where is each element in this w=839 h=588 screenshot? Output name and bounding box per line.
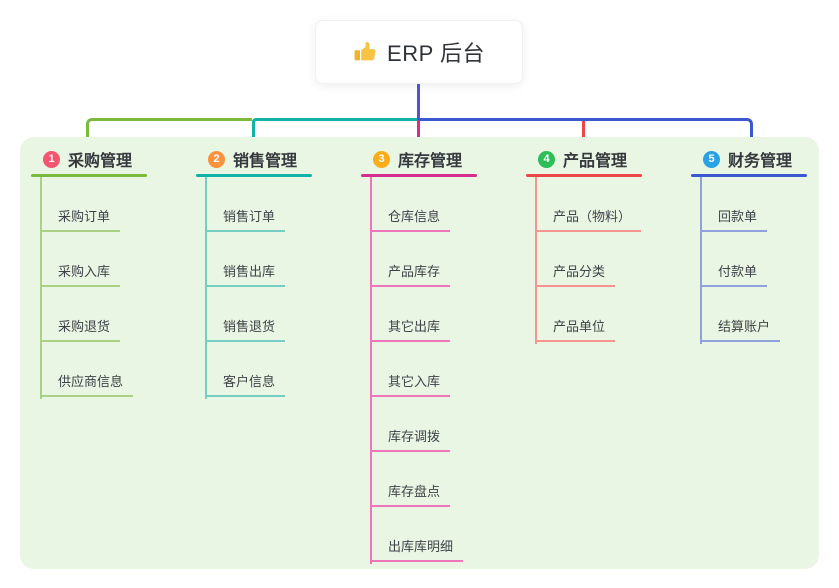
child-node-label[interactable]: 付款单 [700, 261, 768, 287]
child-node-label[interactable]: 库存调拨 [370, 426, 451, 452]
branch-product-children: 产品（物料） 产品分类 产品单位 [535, 177, 686, 342]
child-node: 销售出库 [205, 232, 356, 287]
thumbs-up-icon [353, 40, 377, 64]
branch-product-header[interactable]: 4 产品管理 [526, 146, 686, 172]
child-node: 仓库信息 [370, 177, 521, 232]
child-node: 回款单 [700, 177, 839, 232]
child-node: 供应商信息 [40, 342, 191, 397]
child-node-label[interactable]: 库存盘点 [370, 481, 451, 507]
branch-sales: 2 销售管理 销售订单 销售出库 销售退货 客户信息 [196, 146, 356, 399]
child-node: 产品单位 [535, 287, 686, 342]
branch-sales-badge: 2 [208, 150, 225, 168]
child-node: 其它出库 [370, 287, 521, 342]
branch-inventory-badge: 3 [373, 150, 390, 168]
branch-inventory-underline [361, 174, 477, 177]
child-node-label[interactable]: 销售退货 [205, 316, 286, 342]
child-node: 客户信息 [205, 342, 356, 397]
child-node: 采购订单 [40, 177, 191, 232]
child-node-label[interactable]: 出库库明细 [370, 536, 464, 562]
child-node-label[interactable]: 产品单位 [535, 316, 616, 342]
branch-product-spine [535, 177, 537, 344]
branch-finance-badge: 5 [703, 150, 720, 168]
child-node: 产品分类 [535, 232, 686, 287]
branch-sales-children: 销售订单 销售出库 销售退货 客户信息 [205, 177, 356, 397]
branch-sales-spine [205, 177, 207, 399]
child-node: 其它入库 [370, 342, 521, 397]
child-node-label[interactable]: 产品分类 [535, 261, 616, 287]
branch-finance-spine [700, 177, 702, 344]
branch-sales-underline [196, 174, 312, 177]
branch-finance-title: 财务管理 [728, 153, 793, 170]
child-node-label[interactable]: 回款单 [700, 206, 768, 232]
branch-finance-header[interactable]: 5 财务管理 [691, 146, 839, 172]
child-node-label[interactable]: 客户信息 [205, 371, 286, 397]
child-node: 采购入库 [40, 232, 191, 287]
child-node: 采购退货 [40, 287, 191, 342]
root-stem-line [417, 84, 420, 120]
root-node[interactable]: ERP 后台 [315, 20, 523, 84]
branch-inventory-children: 仓库信息 产品库存 其它出库 其它入库 库存调拨 库存盘点 出库库明细 [370, 177, 521, 562]
branch-inventory: 3 库存管理 仓库信息 产品库存 其它出库 其它入库 库存调拨 库存盘点 出库库… [361, 146, 521, 564]
branch-procurement-spine [40, 177, 42, 399]
branch-product-underline [526, 174, 642, 177]
branch-procurement: 1 采购管理 采购订单 采购入库 采购退货 供应商信息 [31, 146, 191, 399]
branch-finance-underline [691, 174, 807, 177]
branch-product-title: 产品管理 [563, 153, 628, 170]
child-node: 产品库存 [370, 232, 521, 287]
child-node: 结算账户 [700, 287, 839, 342]
branch-product: 4 产品管理 产品（物料） 产品分类 产品单位 [526, 146, 686, 344]
branch-procurement-badge: 1 [43, 150, 60, 168]
connector-sales [252, 118, 417, 150]
branch-procurement-children: 采购订单 采购入库 采购退货 供应商信息 [40, 177, 191, 397]
branch-inventory-title: 库存管理 [398, 153, 463, 170]
branch-sales-header[interactable]: 2 销售管理 [196, 146, 356, 172]
branch-finance-children: 回款单 付款单 结算账户 [700, 177, 839, 342]
branch-procurement-header[interactable]: 1 采购管理 [31, 146, 191, 172]
child-node: 付款单 [700, 232, 839, 287]
connector-procurement [86, 118, 252, 150]
child-node-label[interactable]: 结算账户 [700, 316, 781, 342]
child-node-label[interactable]: 仓库信息 [370, 206, 451, 232]
child-node-label[interactable]: 产品库存 [370, 261, 451, 287]
branch-inventory-header[interactable]: 3 库存管理 [361, 146, 521, 172]
child-node-label[interactable]: 其它出库 [370, 316, 451, 342]
branch-product-badge: 4 [538, 150, 555, 168]
child-node-label[interactable]: 采购入库 [40, 261, 121, 287]
child-node-label[interactable]: 产品（物料） [535, 206, 642, 232]
child-node: 销售退货 [205, 287, 356, 342]
child-node-label[interactable]: 其它入库 [370, 371, 451, 397]
child-node: 库存调拨 [370, 397, 521, 452]
child-node: 销售订单 [205, 177, 356, 232]
child-node-label[interactable]: 采购订单 [40, 206, 121, 232]
child-node: 产品（物料） [535, 177, 686, 232]
connector-finance [417, 118, 753, 150]
branch-procurement-title: 采购管理 [68, 153, 133, 170]
child-node-label[interactable]: 采购退货 [40, 316, 121, 342]
child-node-label[interactable]: 供应商信息 [40, 371, 134, 397]
child-node-label[interactable]: 销售订单 [205, 206, 286, 232]
child-node-label[interactable]: 销售出库 [205, 261, 286, 287]
branch-finance: 5 财务管理 回款单 付款单 结算账户 [691, 146, 839, 344]
mindmap-canvas: 1 采购管理 采购订单 采购入库 采购退货 供应商信息 2 销售管理 销售订单 … [20, 137, 819, 569]
connector-product [582, 121, 585, 148]
root-title: ERP 后台 [387, 41, 485, 66]
branch-procurement-underline [31, 174, 147, 177]
child-node: 库存盘点 [370, 452, 521, 507]
connector-inventory [417, 120, 420, 148]
branch-sales-title: 销售管理 [233, 153, 298, 170]
branch-inventory-spine [370, 177, 372, 564]
child-node: 出库库明细 [370, 507, 521, 562]
